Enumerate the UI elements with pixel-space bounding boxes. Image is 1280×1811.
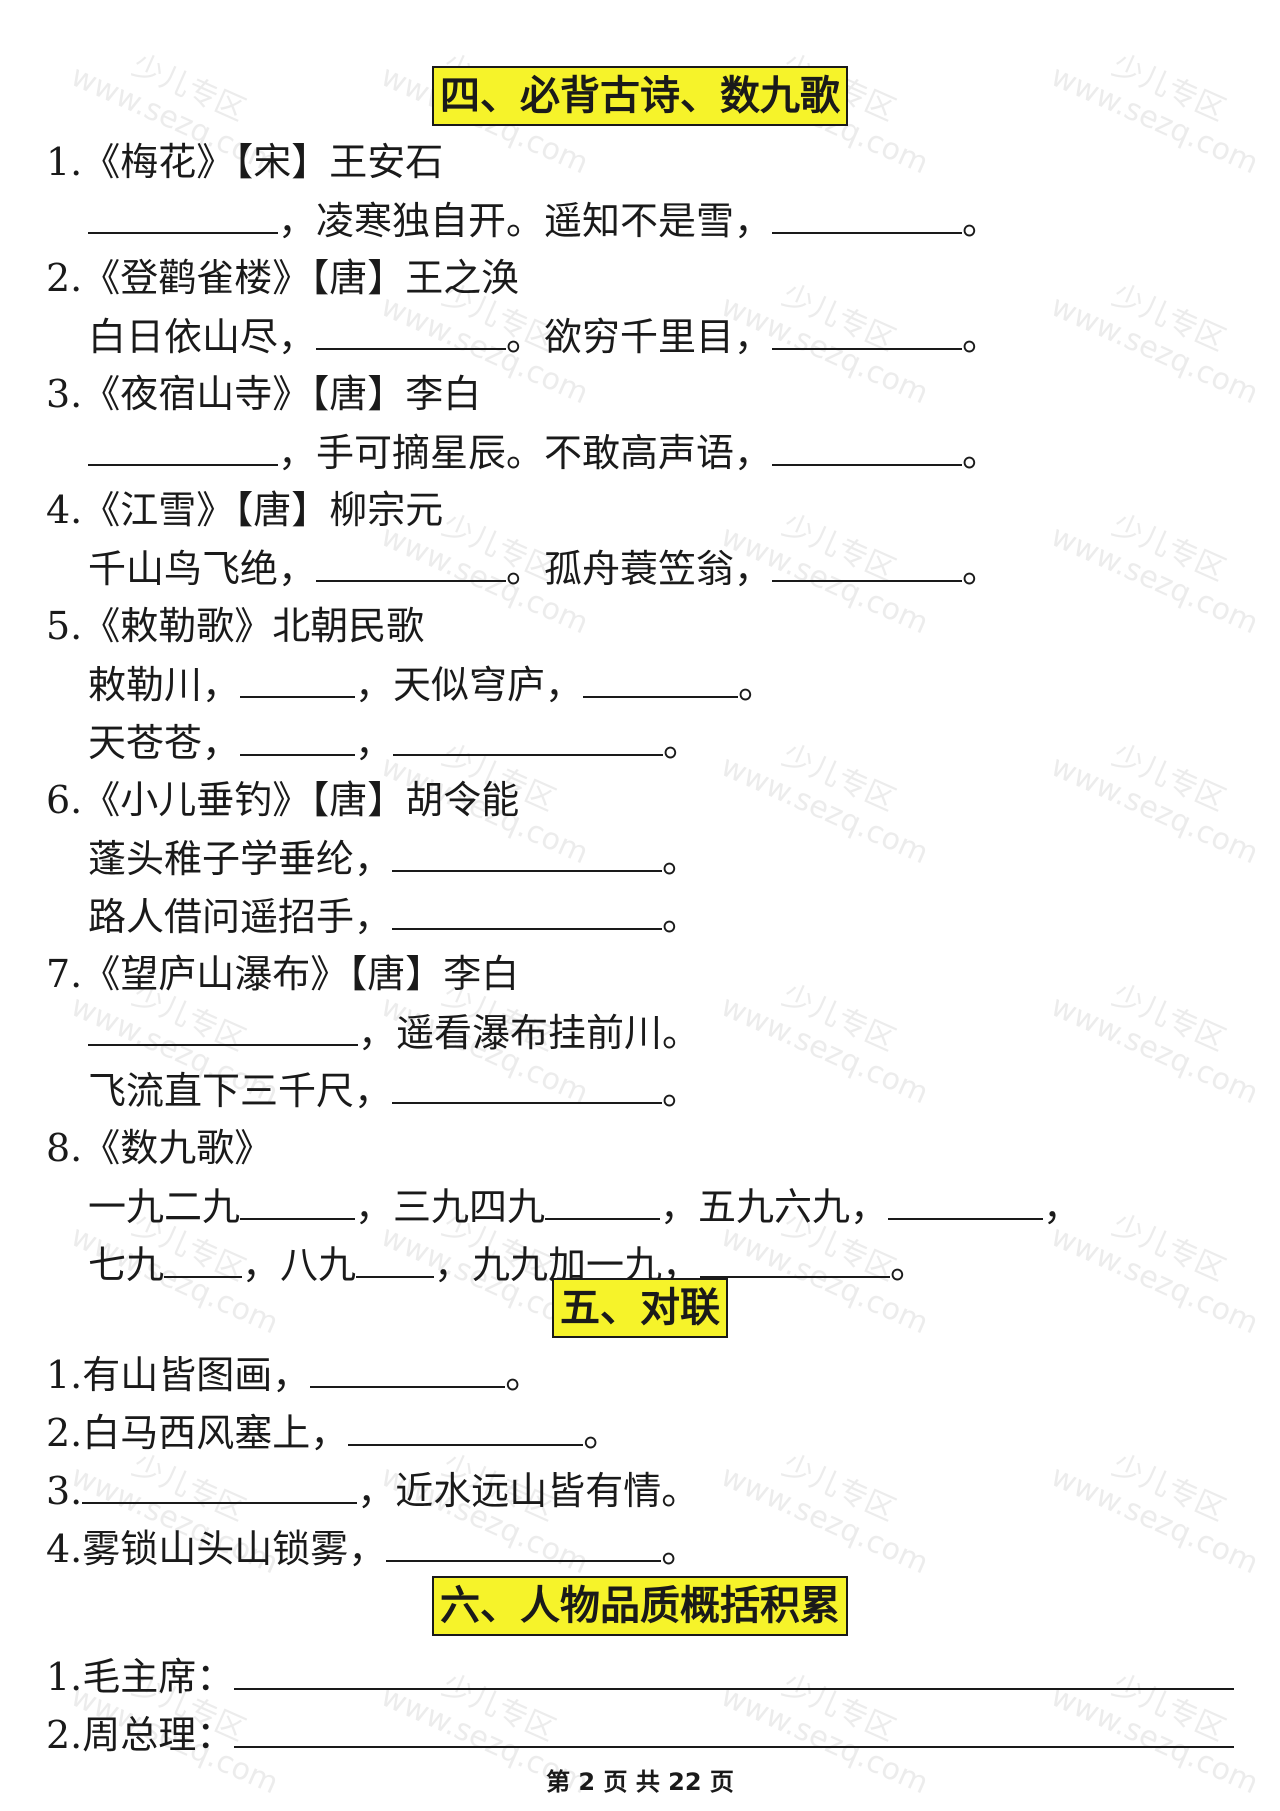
answer-blank[interactable] [234, 1706, 1235, 1748]
character-line: 2.周总理： [46, 1706, 1235, 1763]
answer-blank[interactable] [393, 714, 664, 756]
answer-blank[interactable] [392, 1062, 663, 1104]
poem-line: 一九二九，三九四九，五九六九，， [88, 1178, 1081, 1235]
section-title-poems: 四、必背古诗、数九歌 [432, 66, 848, 126]
poem-line: 飞流直下三千尺，。 [88, 1062, 700, 1119]
page-footer: 第 2 页 共 22 页 [546, 1768, 734, 1796]
answer-blank[interactable] [888, 1178, 1044, 1220]
poem-heading-5: 5.《敕勒歌》北朝民歌 [46, 604, 425, 648]
poem-line: 路人借问遥招手，。 [88, 888, 700, 945]
answer-blank[interactable] [240, 656, 356, 698]
answer-blank[interactable] [240, 714, 356, 756]
poem-line: ，手可摘星辰。不敢高声语，。 [88, 424, 1000, 481]
couplet-line: 1.有山皆图画，。 [46, 1346, 543, 1403]
answer-blank[interactable] [316, 540, 507, 582]
couplet-line: 3.，近水远山皆有情。 [46, 1462, 699, 1519]
poem-line: ，凌寒独自开。遥知不是雪，。 [88, 192, 1000, 249]
poem-heading-1: 1.《梅花》【宋】王安石 [46, 140, 444, 184]
answer-blank[interactable] [772, 192, 963, 234]
answer-blank[interactable] [240, 1178, 356, 1220]
poem-line: 天苍苍，，。 [88, 714, 701, 771]
answer-blank[interactable] [545, 1178, 661, 1220]
answer-blank[interactable] [88, 192, 278, 234]
section-title-couplets: 五、对联 [552, 1278, 728, 1338]
poem-line: ，遥看瀑布挂前川。 [88, 1004, 700, 1061]
answer-blank[interactable] [234, 1648, 1235, 1690]
poem-heading-4: 4.《江雪》【唐】柳宗元 [46, 488, 444, 532]
answer-blank[interactable] [88, 424, 278, 466]
answer-blank[interactable] [772, 308, 963, 350]
answer-blank[interactable] [316, 308, 507, 350]
answer-blank[interactable] [88, 1004, 358, 1046]
couplet-line: 2.白马西风塞上，。 [46, 1404, 621, 1461]
section-title-character: 六、人物品质概括积累 [432, 1576, 848, 1636]
poem-heading-6: 6.《小儿垂钓》【唐】胡令能 [46, 778, 520, 822]
answer-blank[interactable] [386, 1520, 662, 1562]
poem-heading-8: 8.《数九歌》 [46, 1126, 273, 1170]
poem-line: 七九，八九，九九加一九，。 [88, 1236, 928, 1293]
couplet-line: 4.雾锁山头山锁雾，。 [46, 1520, 699, 1577]
poem-line: 千山鸟飞绝，。孤舟蓑笠翁，。 [88, 540, 1000, 597]
answer-blank[interactable] [348, 1404, 584, 1446]
answer-blank[interactable] [772, 540, 963, 582]
answer-blank[interactable] [700, 1236, 891, 1278]
answer-blank[interactable] [392, 888, 663, 930]
answer-blank[interactable] [82, 1462, 358, 1504]
poem-line: 蓬头稚子学垂纶，。 [88, 830, 700, 887]
poem-line: 敕勒川，，天似穹庐，。 [88, 656, 776, 713]
answer-blank[interactable] [772, 424, 963, 466]
answer-blank[interactable] [583, 656, 739, 698]
answer-blank[interactable] [392, 830, 663, 872]
poem-heading-2: 2.《登鹳雀楼》【唐】王之涣 [46, 256, 520, 300]
poem-heading-7: 7.《望庐山瀑布》【唐】李白 [46, 952, 520, 996]
answer-blank[interactable] [164, 1236, 243, 1278]
poem-heading-3: 3.《夜宿山寺》【唐】李白 [46, 372, 482, 416]
poem-line: 白日依山尽，。欲穷千里目，。 [88, 308, 1000, 365]
answer-blank[interactable] [356, 1236, 435, 1278]
answer-blank[interactable] [310, 1346, 506, 1388]
character-line: 1.毛主席： [46, 1648, 1235, 1705]
